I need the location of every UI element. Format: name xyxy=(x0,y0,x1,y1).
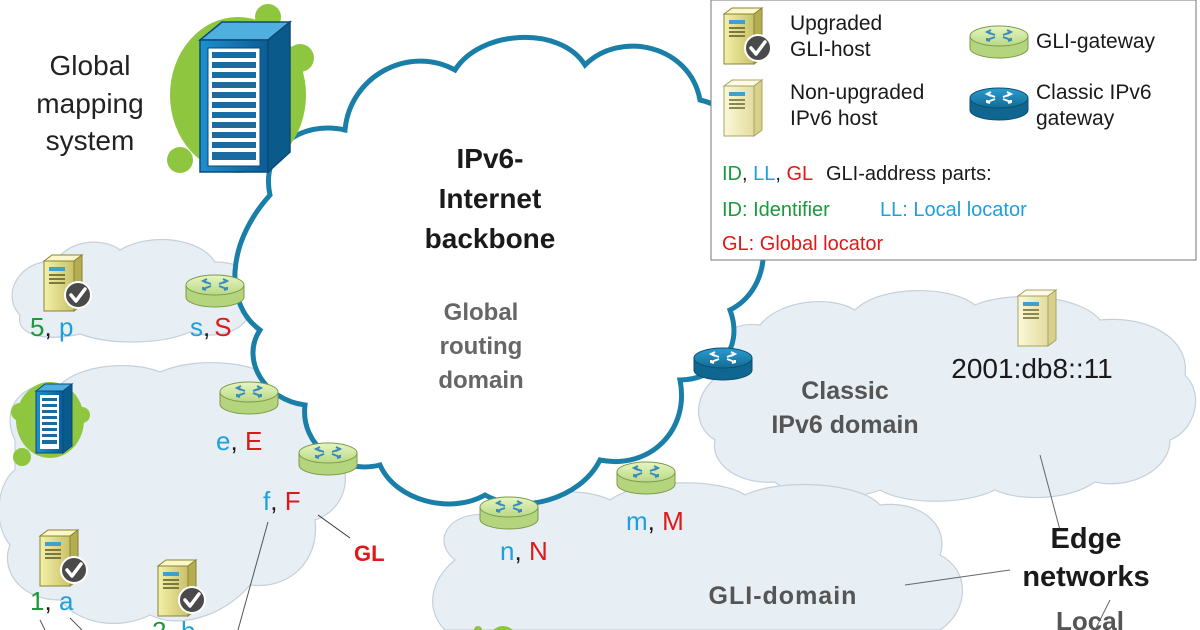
legend-parts-id: ID xyxy=(722,163,742,185)
host-1-id: 1 xyxy=(30,586,44,616)
gateway-m-label: m, M xyxy=(626,506,684,536)
mapping-system-title: Global mapping system xyxy=(36,50,143,156)
gateway-s-ll: s xyxy=(190,312,203,342)
gateway-f-label: f, F xyxy=(263,486,301,516)
legend-box: Upgraded GLI-host GLI-gateway Non-upgrad… xyxy=(710,0,1197,261)
backbone-title-line2: Internet xyxy=(439,183,542,214)
classic-domain-line1: Classic xyxy=(801,377,889,405)
legend-gli-gateway-label: GLI-gateway xyxy=(1036,30,1156,53)
legend-upgraded-host-label-1: Upgraded xyxy=(790,12,882,35)
gateway-f-icon xyxy=(298,442,358,476)
legend-nonupgraded-label-2: IPv6 host xyxy=(790,107,878,130)
legend-parts-label: GLI-address parts: xyxy=(826,163,992,185)
gateway-m-sep: , xyxy=(648,506,655,536)
legend-classic-gateway-label-1: Classic IPv6 xyxy=(1036,81,1152,104)
backbone-subtitle: Global routing domain xyxy=(438,299,523,394)
classic-domain-label: Classic IPv6 domain xyxy=(771,377,918,439)
host-5-ll: p xyxy=(59,312,73,342)
gateway-m-icon xyxy=(616,461,676,495)
legend-parts-gl: GL xyxy=(787,163,814,185)
mapping-title-line2: mapping xyxy=(36,88,143,119)
host-2-sep: , xyxy=(166,616,173,630)
gateway-e-label: e, E xyxy=(216,426,262,456)
gateway-s-sep: , xyxy=(203,312,210,342)
local-mapping-system xyxy=(11,382,90,466)
gateway-s-icon xyxy=(185,274,245,308)
gateway-e-ll: e xyxy=(216,426,230,456)
mapping-title-line1: Global xyxy=(50,50,131,81)
legend-address-parts: ID, LL, GL GLI-address parts: xyxy=(722,163,992,185)
partial-mapping-blob xyxy=(493,626,513,630)
gateway-n-label: n, N xyxy=(500,536,548,566)
legend-parts-ll: LL xyxy=(753,163,775,185)
gateway-e-gl: E xyxy=(245,426,262,456)
gateway-e-sep: , xyxy=(230,426,237,456)
gateway-f-gl: F xyxy=(285,486,301,516)
gl-callout: GL xyxy=(354,541,385,566)
classic-gateway-icon xyxy=(693,347,753,381)
host-1-ll: a xyxy=(59,586,74,616)
edge-networks-label: Edge networks xyxy=(1022,523,1149,593)
backbone-sub-line3: domain xyxy=(438,367,523,394)
gateway-m-ll: m xyxy=(626,506,648,536)
local-label: Local xyxy=(1056,606,1124,630)
leader-line-local xyxy=(1094,599,1111,630)
gateway-n-gl: N xyxy=(529,536,548,566)
host-5-id: 5 xyxy=(30,312,44,342)
gateway-n-sep: , xyxy=(514,536,521,566)
mapping-title-line3: system xyxy=(46,125,135,156)
legend-classic-gateway-icon xyxy=(969,87,1029,121)
leader-line-gl xyxy=(317,514,351,539)
gateway-n-ll: n xyxy=(500,536,514,566)
classic-host-icon xyxy=(1017,289,1057,347)
legend-ll-desc: LL: Local locator xyxy=(880,199,1027,221)
backbone-sub-line2: routing xyxy=(440,333,523,360)
host-1-label: 1, a xyxy=(30,586,74,616)
edge-networks-line2: networks xyxy=(1022,561,1149,593)
gateway-e-icon xyxy=(219,381,279,415)
classic-host-address: 2001:db8::11 xyxy=(951,353,1112,384)
legend-parts-sep2: , xyxy=(775,163,781,185)
legend-gl-desc: GL: Global locator xyxy=(722,233,884,255)
backbone-cloud xyxy=(232,35,766,507)
legend-classic-gateway-label-2: gateway xyxy=(1036,107,1115,130)
legend-upgraded-host-label-2: GLI-host xyxy=(790,38,871,61)
legend-nonupgraded-label-1: Non-upgraded xyxy=(790,81,924,104)
leader-line-classic xyxy=(1039,454,1061,531)
backbone-title-line3: backbone xyxy=(425,223,556,254)
leader-line-f xyxy=(237,521,269,630)
host-1-sep: , xyxy=(44,586,51,616)
cloud-left-domain xyxy=(0,362,346,625)
leader-line-gli-domain xyxy=(904,569,1011,586)
gateway-s-label: s,S xyxy=(190,312,232,342)
legend-gli-gateway-icon xyxy=(969,25,1029,59)
backbone-sub-line1: Global xyxy=(444,299,519,326)
edge-networks-line1: Edge xyxy=(1051,523,1122,555)
host-5-label: 5, p xyxy=(30,312,73,342)
partial-mapping-dot xyxy=(474,626,482,630)
gateway-m-gl: M xyxy=(662,506,684,536)
gateway-f-ll: f xyxy=(263,486,271,516)
mapping-server-rack-icon xyxy=(197,20,293,174)
gateway-f-sep: , xyxy=(270,486,277,516)
gli-domain-label: GLI-domain xyxy=(709,582,858,610)
host-2-label: 2, b xyxy=(152,616,195,630)
host-2-id: 2 xyxy=(152,616,166,630)
classic-domain-line2: IPv6 domain xyxy=(771,411,918,439)
gateway-s-gl: S xyxy=(214,312,231,342)
gateway-n-icon xyxy=(479,496,539,530)
local-server-rack-icon xyxy=(34,382,74,455)
legend-id-desc: ID: Identifier xyxy=(722,199,830,221)
legend-nonupgraded-host-icon xyxy=(723,79,763,137)
leader-line-host2 xyxy=(69,617,83,630)
host-5-sep: , xyxy=(44,312,51,342)
cloud-classic-domain xyxy=(698,290,1197,502)
leader-line-host1 xyxy=(39,619,46,630)
backbone-title-line1: IPv6- xyxy=(457,143,524,174)
host-2-ll: b xyxy=(181,616,195,630)
legend-parts-sep1: , xyxy=(742,163,748,185)
backbone-title: IPv6- Internet backbone xyxy=(425,143,556,254)
